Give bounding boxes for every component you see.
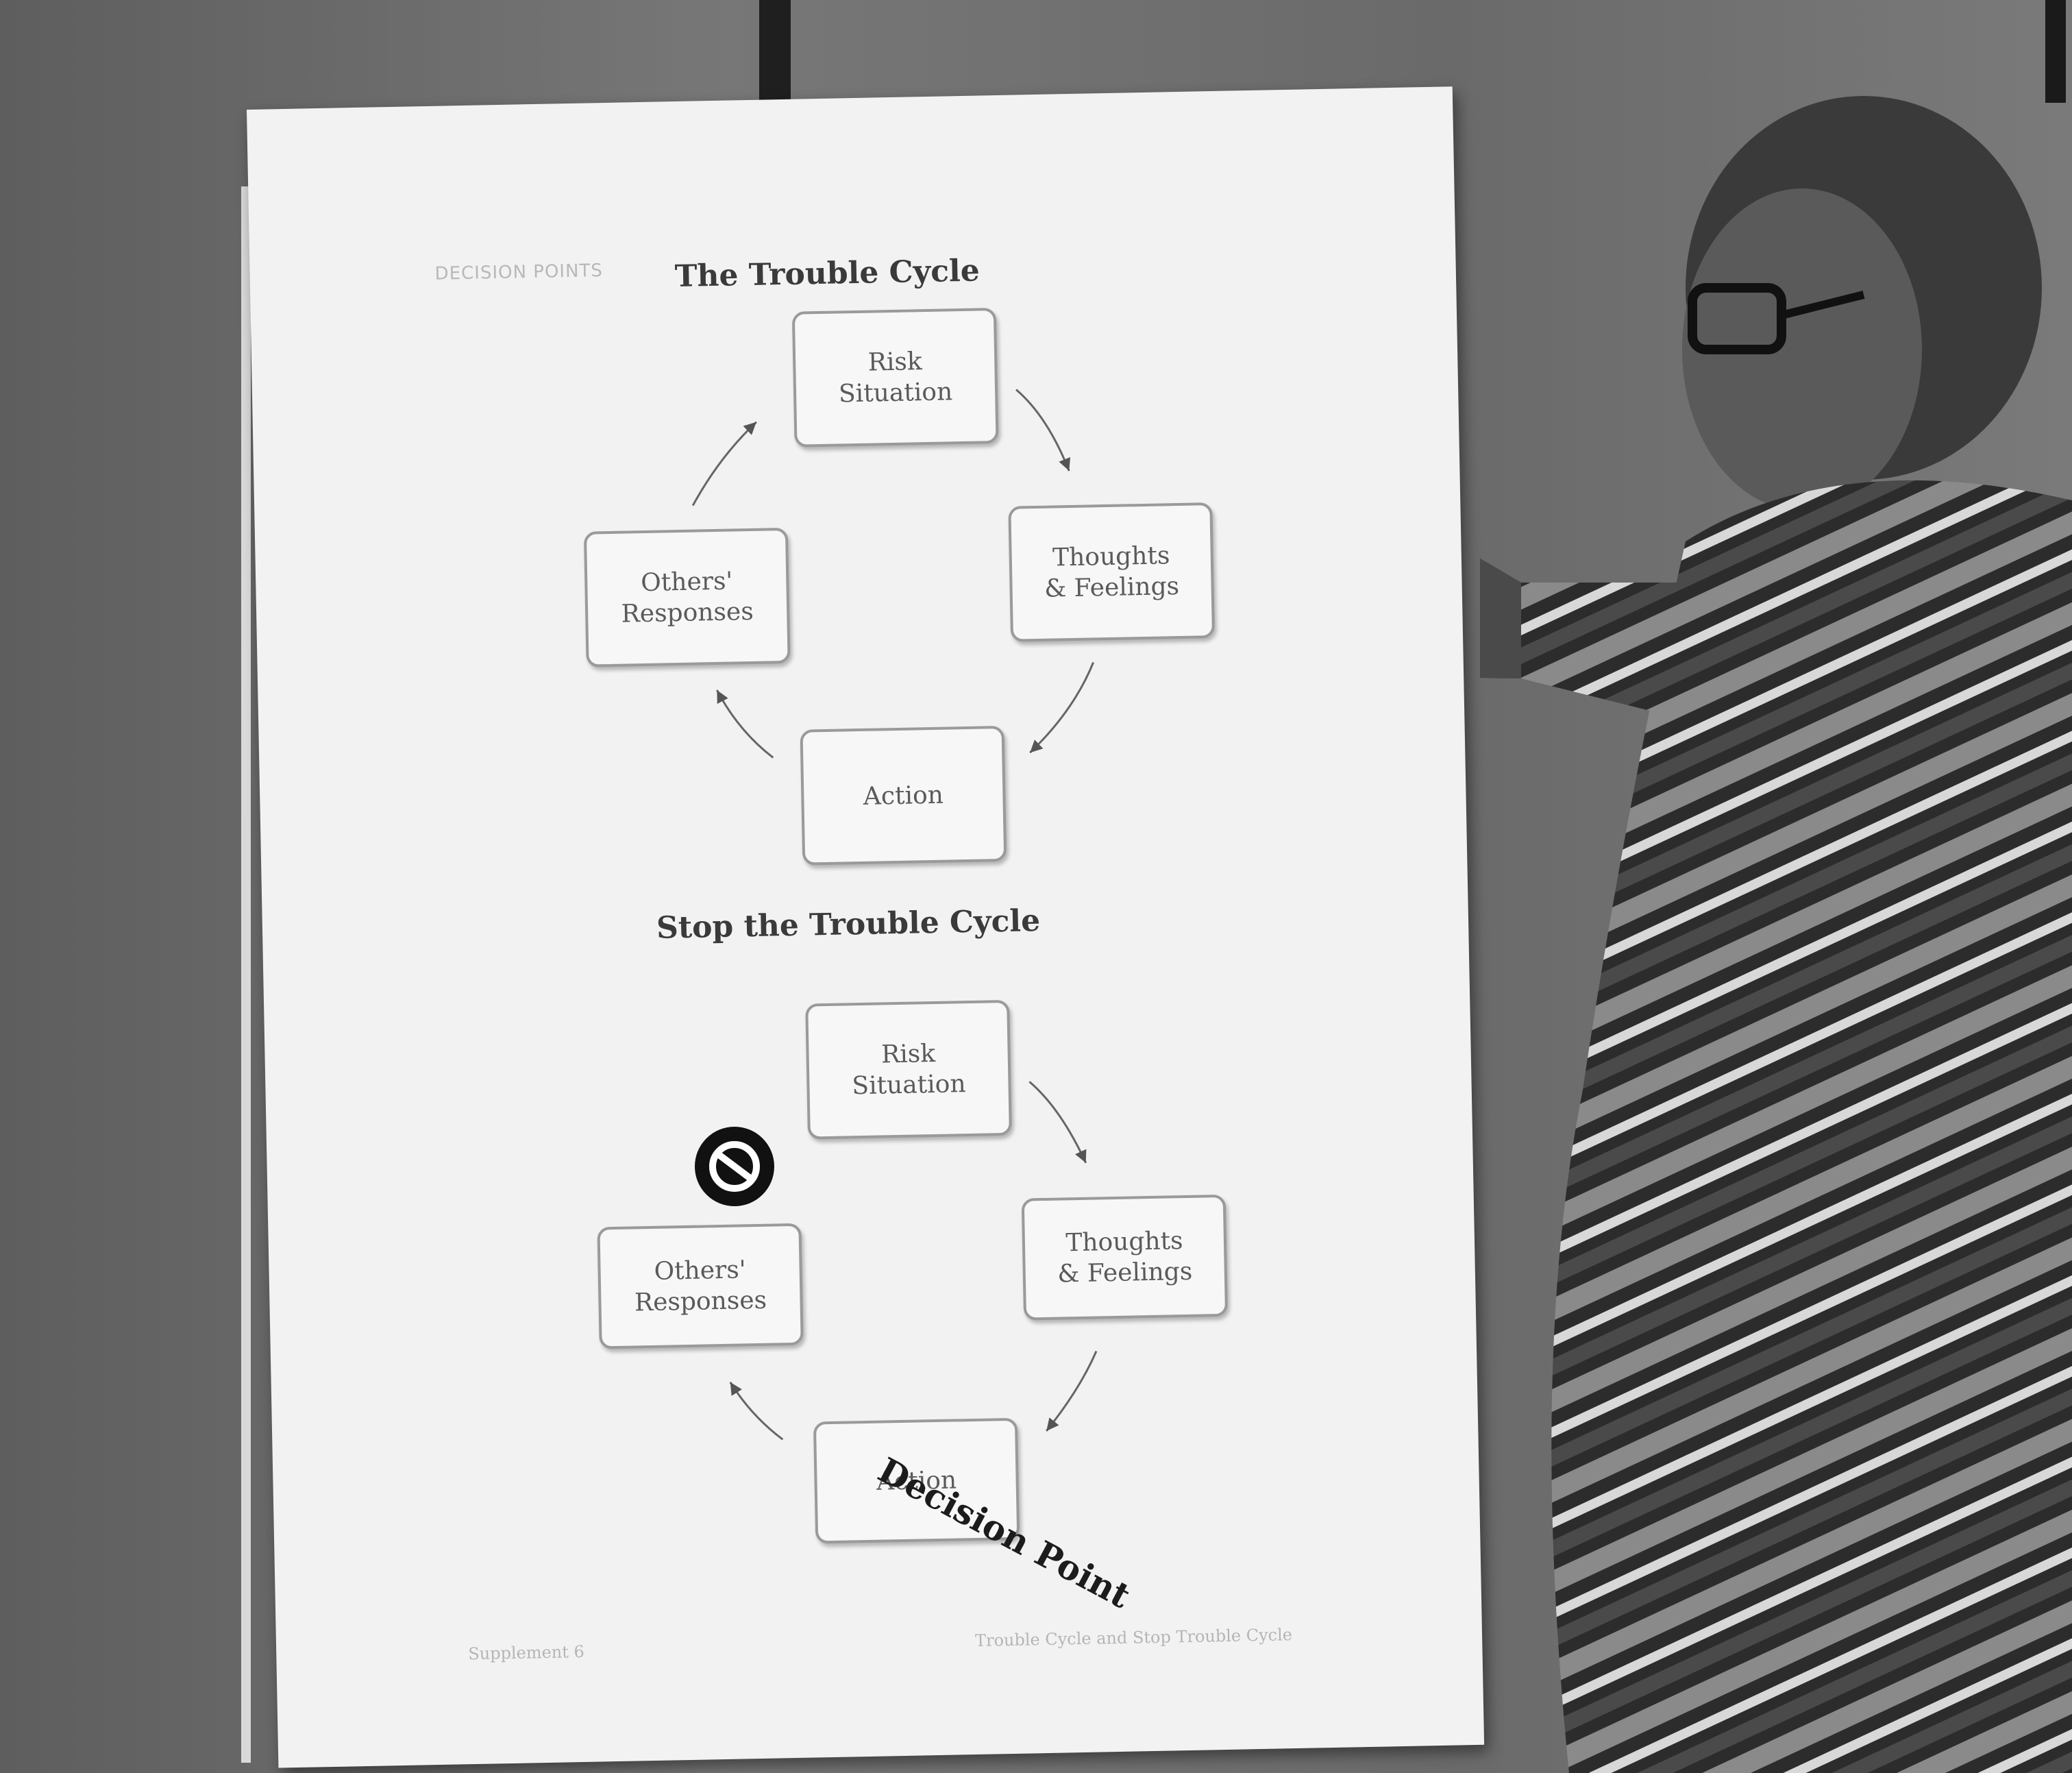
presenter-person [1480,96,2072,1773]
poster-board: DECISION POINTS The Trouble Cycle Risk S… [247,86,1485,1768]
easel-post-right [2045,0,2066,103]
top-others-responses-box: Others' Responses [583,527,791,668]
arrow-b-action-to-others [729,1381,784,1441]
bottom-others-responses-box: Others' Responses [597,1223,804,1349]
title-stop-trouble-cycle: Stop the Trouble Cycle [656,903,1041,946]
person-arm [1507,583,1960,802]
stop-prohibition-icon [695,1127,774,1206]
bottom-thoughts-feelings-box: Thoughts & Feelings [1021,1194,1229,1321]
top-thoughts-feelings-box: Thoughts & Feelings [1008,502,1216,642]
arrow-b-thoughts-to-action [1046,1350,1098,1432]
title-trouble-cycle: The Trouble Cycle [674,253,981,295]
poster-header: DECISION POINTS [434,260,604,284]
arrow-thoughts-to-action [1029,661,1095,754]
board-back-sheet [241,186,251,1763]
bottom-risk-situation-box: Risk Situation [805,999,1012,1140]
person-sweater [1551,480,2072,1773]
top-risk-situation-box: Risk Situation [791,308,999,448]
footer-left: Supplement 6 [468,1641,585,1664]
arrow-b-risk-to-thoughts [1028,1081,1087,1164]
footer-right: Trouble Cycle and Stop Trouble Cycle [974,1625,1293,1651]
person-face [1682,188,1922,511]
person-hand [1480,558,1521,678]
arrow-risk-to-thoughts [1015,389,1071,472]
top-action-box: Action [800,725,1007,866]
arrow-action-to-others [716,689,774,759]
arrow-others-to-risk [691,421,757,506]
glasses-icon [1688,283,1786,354]
